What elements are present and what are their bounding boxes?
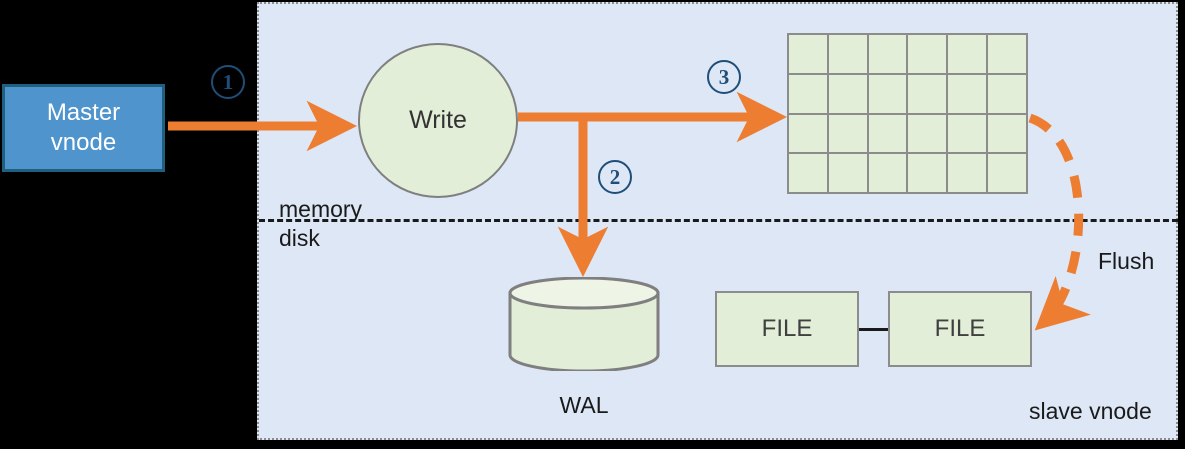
memory-label: memory xyxy=(279,196,363,222)
file-connector-line xyxy=(859,328,888,331)
memtable-cell xyxy=(828,35,867,73)
memtable-cell xyxy=(828,74,867,113)
memtable-cell xyxy=(988,154,1026,192)
memtable-cell xyxy=(908,114,947,153)
memtable-cell xyxy=(789,114,827,153)
memtable-cell xyxy=(948,154,987,192)
step-number-2: 2 xyxy=(598,160,632,194)
flush-label: Flush xyxy=(1098,248,1155,274)
write-node[interactable]: Write xyxy=(358,43,518,198)
memtable-cell xyxy=(948,74,987,113)
memtable-cell xyxy=(828,154,867,192)
memtable-cell xyxy=(868,114,907,153)
file-box-2-label: FILE xyxy=(934,315,986,342)
memtable-cell xyxy=(789,35,827,73)
step-number-1: 1 xyxy=(211,65,245,99)
master-vnode-label-line1: Master xyxy=(46,99,121,126)
file-box-1[interactable]: FILE xyxy=(715,291,859,367)
memory-disk-divider xyxy=(259,219,1178,222)
disk-label: disk xyxy=(279,225,320,251)
memtable-cell xyxy=(908,35,947,73)
master-vnode-box[interactable]: Master vnode xyxy=(2,84,165,172)
memtable-cell xyxy=(908,74,947,113)
memtable-cell xyxy=(868,74,907,113)
memtable-cell xyxy=(868,35,907,73)
master-vnode-label-line2: vnode xyxy=(50,129,117,156)
write-node-label: Write xyxy=(409,106,467,134)
memtable-grid xyxy=(787,33,1028,194)
memtable-cell xyxy=(789,154,827,192)
memtable-cell xyxy=(988,35,1026,73)
memtable-cell xyxy=(789,74,827,113)
step-number-3: 3 xyxy=(707,60,741,94)
wal-cylinder xyxy=(508,276,660,373)
memtable-cell xyxy=(948,35,987,73)
slave-vnode-label: slave vnode xyxy=(1029,398,1152,424)
memtable-cell xyxy=(988,114,1026,153)
memtable-cell xyxy=(828,114,867,153)
memtable-cell xyxy=(908,154,947,192)
memtable-cell xyxy=(868,154,907,192)
memtable-cell xyxy=(988,74,1026,113)
memtable-cell xyxy=(948,114,987,153)
file-box-1-label: FILE xyxy=(761,315,813,342)
wal-label: WAL xyxy=(559,392,609,418)
file-box-2[interactable]: FILE xyxy=(888,291,1032,367)
